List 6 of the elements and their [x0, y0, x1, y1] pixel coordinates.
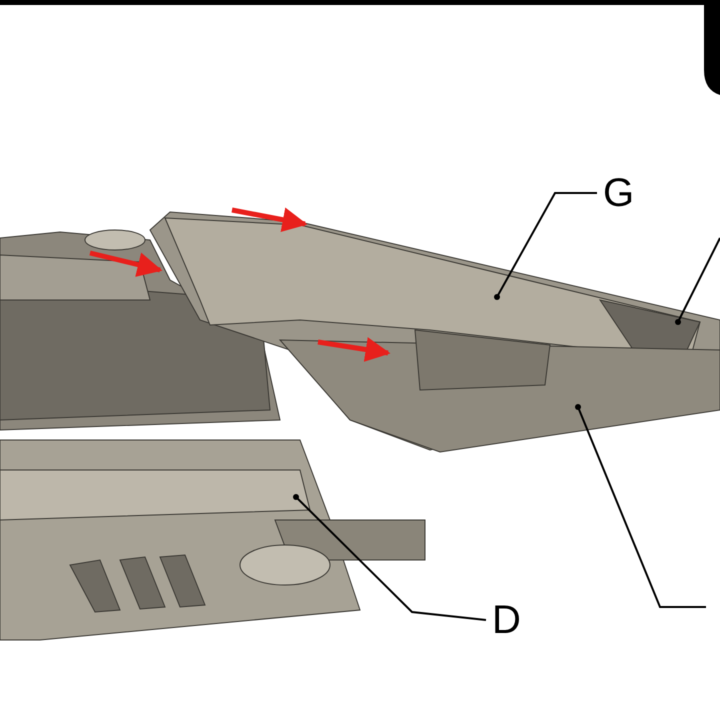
- leader-line: [677, 238, 720, 322]
- leader-line: [496, 192, 597, 298]
- leader-line: [295, 496, 486, 621]
- callout-letter: G: [603, 173, 634, 213]
- callout-letter: D: [492, 600, 521, 640]
- leader-line: [577, 406, 706, 608]
